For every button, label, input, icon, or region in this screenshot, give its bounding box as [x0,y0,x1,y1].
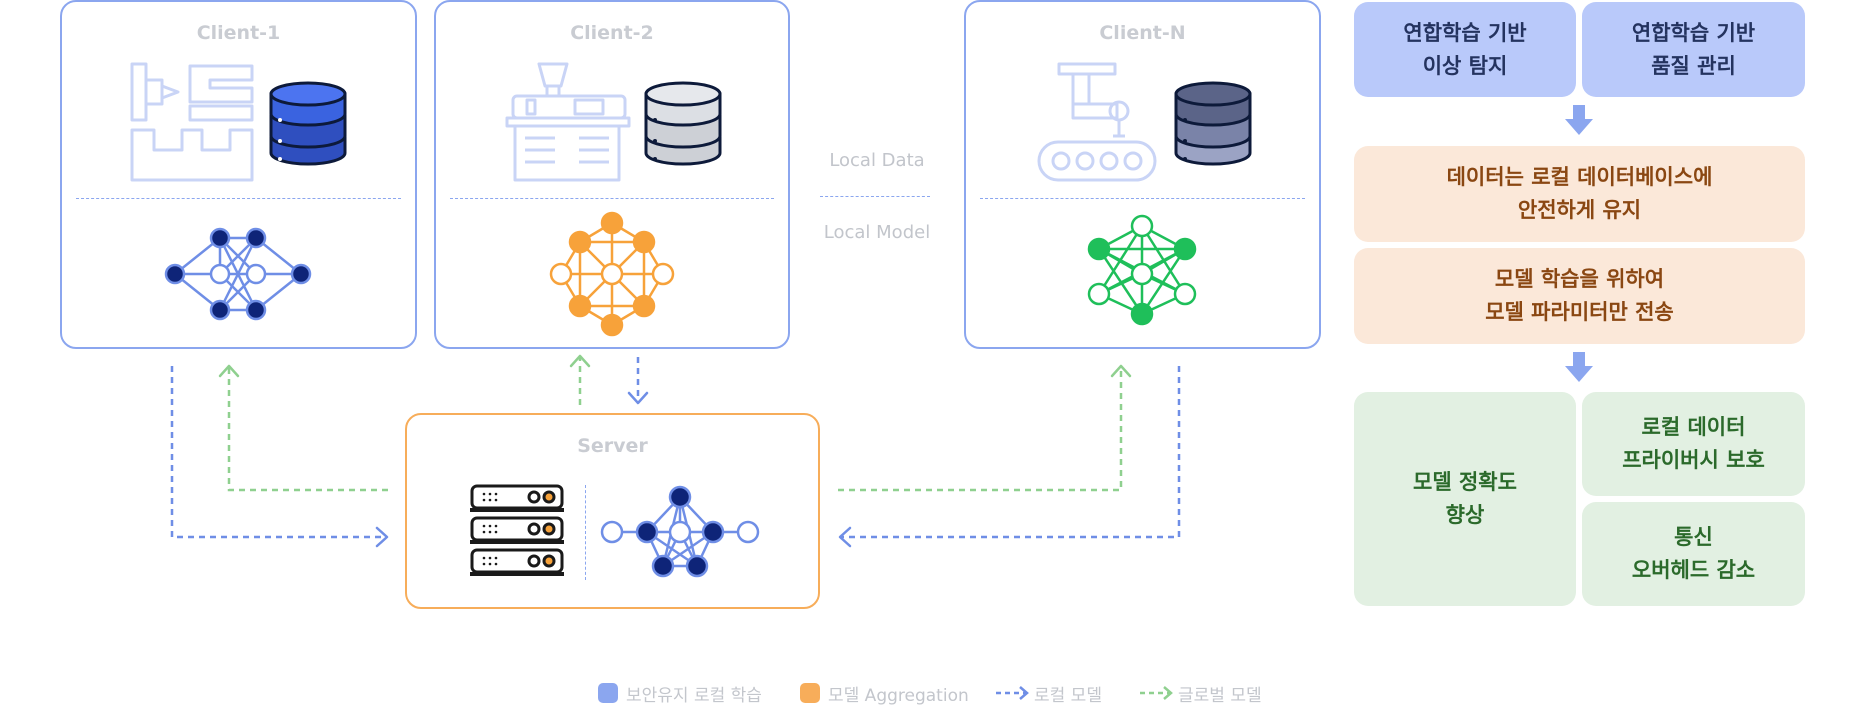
client-1-title: Client-1 [196,22,281,44]
communication-overhead-box: 통신 오버헤드 감소 [1582,502,1805,606]
legend-model-aggregation: 모델 Aggregation [800,681,969,706]
down-arrow-icon [1565,105,1593,135]
client-n-divider [980,198,1305,199]
legend-swatch-blue [598,683,618,703]
local-model-arrow-client-n [840,366,1181,539]
database-icon [269,81,347,166]
data-privacy-box: 로컬 데이터 프라이버시 보호 [1582,392,1805,496]
client-2-box: Client-2 [434,0,790,349]
local-data-label: Local Data [829,150,925,171]
legend-global-model: 글로벌 모델 [1140,681,1262,706]
client-2-divider [450,198,774,199]
legend-swatch-orange [800,683,820,703]
neural-network-icon [1087,214,1197,326]
injection-molding-machine-icon [505,62,631,182]
server-title: Server [577,435,648,457]
middle-divider [820,196,930,197]
conveyor-robot-arm-icon [1037,62,1157,182]
legend-label: 로컬 모델 [1034,685,1102,706]
dashed-arrow-blue-icon [996,686,1029,700]
client-2-title: Client-2 [570,22,654,44]
send-params-only-box: 모델 학습을 위하여 모델 파라미터만 전송 [1354,248,1805,344]
dashed-arrow-green-icon [1140,686,1173,700]
database-icon [644,81,722,166]
legend-local-model: 로컬 모델 [996,681,1102,706]
legend-label: 모델 Aggregation [828,685,969,706]
cnc-machine-icon [130,62,254,182]
neural-network-icon [164,227,312,321]
neural-network-icon [600,485,760,578]
down-arrow-icon [1565,352,1593,382]
global-model-arrow-client-n [838,368,1123,492]
database-icon [1174,81,1252,166]
global-model-arrow-client-1 [227,368,388,492]
legend-label: 보안유지 로컬 학습 [626,685,762,706]
data-stays-local-box: 데이터는 로컬 데이터베이스에 안전하게 유지 [1354,146,1805,242]
server-divider [585,485,586,580]
model-accuracy-box: 모델 정확도 향상 [1354,392,1576,606]
client-n-title: Client-N [1099,22,1186,44]
legend-label: 글로벌 모델 [1178,685,1262,706]
neural-network-icon [549,211,675,337]
local-model-arrow-client-1 [170,366,386,539]
anomaly-detection-box: 연합학습 기반 이상 탐지 [1354,2,1576,97]
quality-management-box: 연합학습 기반 품질 관리 [1582,2,1805,97]
server-rack-icon [470,484,564,576]
local-model-label: Local Model [823,222,931,243]
client-1-divider [76,198,401,199]
legend-secure-local-training: 보안유지 로컬 학습 [598,681,762,706]
